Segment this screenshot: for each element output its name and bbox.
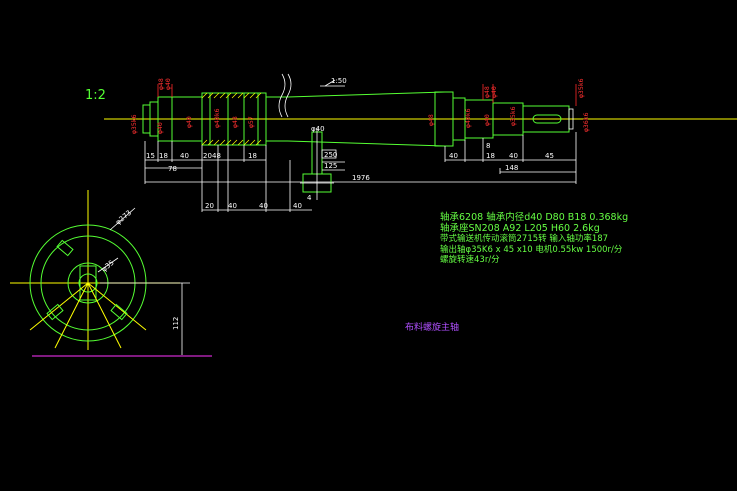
svg-text:φ48: φ48	[231, 116, 239, 128]
svg-text:40: 40	[259, 202, 268, 210]
svg-text:φ35k6: φ35k6	[577, 78, 585, 98]
svg-text:8: 8	[486, 142, 490, 150]
svg-text:112: 112	[172, 317, 180, 330]
svg-text:78: 78	[168, 165, 177, 173]
dim-chain-lower-left	[144, 141, 576, 212]
svg-text:4: 4	[307, 194, 312, 202]
spec-line-2: 轴承座SN208 A92 L205 H60 2.6kg	[440, 222, 600, 234]
svg-text:φ40: φ40	[156, 122, 164, 134]
svg-text:φ40: φ40	[164, 78, 172, 90]
svg-text:40: 40	[449, 152, 458, 160]
top-dim-guides	[157, 84, 577, 106]
svg-text:φ40: φ40	[483, 114, 491, 126]
svg-text:1976: 1976	[352, 174, 370, 182]
svg-text:φ40: φ40	[490, 86, 498, 98]
svg-text:148: 148	[505, 164, 518, 172]
svg-text:18: 18	[248, 152, 257, 160]
slope-callout: 1:50	[320, 77, 347, 87]
svg-text:20: 20	[205, 202, 214, 210]
svg-text:18: 18	[159, 152, 168, 160]
svg-text:φ48: φ48	[157, 78, 165, 90]
end-view: φ273 φ35 112	[10, 190, 212, 357]
svg-text:40: 40	[228, 202, 237, 210]
svg-text:40: 40	[509, 152, 518, 160]
svg-text:45: 45	[545, 152, 554, 160]
shaft-outline	[142, 73, 574, 147]
svg-text:1:50: 1:50	[331, 77, 347, 85]
sub-top-label: φ40	[311, 125, 325, 133]
spec-line-5: 螺旋转速43r/分	[440, 254, 500, 265]
svg-text:40: 40	[180, 152, 189, 160]
svg-text:20: 20	[203, 152, 212, 160]
svg-text:15: 15	[146, 152, 155, 160]
svg-text:φ40: φ40	[185, 116, 193, 128]
shaft-diameter-labels: φ35k6 φ40 φ40 φ40k6 φ48 φ57 φ48 φ40k6 φ4…	[130, 78, 590, 134]
dim-chain-lower-right	[444, 132, 577, 184]
svg-text:φ35k6: φ35k6	[509, 106, 517, 126]
svg-text:φ273: φ273	[114, 209, 133, 227]
svg-text:φ40k6: φ40k6	[213, 108, 221, 128]
spec-notes: 轴承6208 轴承内径d40 D80 B18 0.368kg 轴承座SN208 …	[440, 211, 628, 265]
svg-text:φ35k6: φ35k6	[130, 114, 138, 134]
svg-text:φ57: φ57	[247, 116, 255, 128]
svg-text:φ36k6: φ36k6	[582, 112, 590, 132]
svg-text:φ48: φ48	[483, 86, 491, 98]
scale-label: 1:2	[85, 88, 106, 103]
svg-text:48: 48	[212, 152, 221, 160]
svg-text:18: 18	[486, 152, 495, 160]
spec-line-1: 轴承6208 轴承内径d40 D80 B18 0.368kg	[440, 211, 628, 223]
svg-text:φ48: φ48	[427, 114, 435, 126]
svg-text:250: 250	[324, 151, 337, 159]
spec-line-3: 带式输送机传动滚筒2715转 输入轴功率187	[440, 233, 608, 244]
svg-text:40: 40	[293, 202, 302, 210]
sub-component: φ40 250 125 4	[300, 125, 345, 202]
svg-text:φ40k6: φ40k6	[464, 108, 472, 128]
svg-text:125: 125	[324, 162, 337, 170]
drawing-title: 布料螺旋主轴	[405, 321, 459, 333]
spec-line-4: 输出轴φ35K6 x 45 x10 电机0.55kw 1500r/分	[440, 244, 623, 255]
